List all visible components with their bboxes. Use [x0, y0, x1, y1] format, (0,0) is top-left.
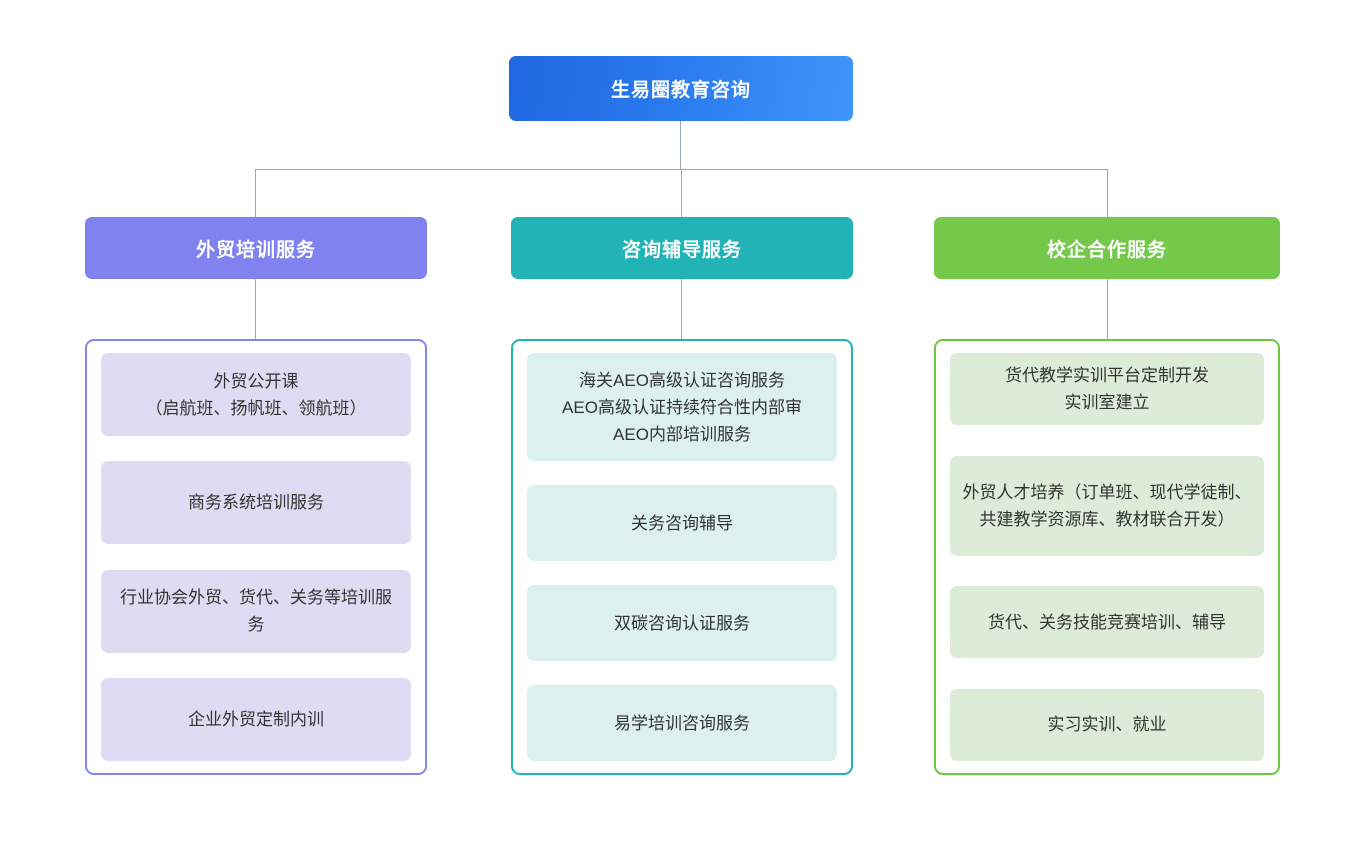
- connector-root-stem: [680, 121, 682, 169]
- leaf-item[interactable]: 关务咨询辅导: [527, 485, 837, 561]
- connector-drop-branch-1: [255, 169, 257, 217]
- leaf-item[interactable]: 货代、关务技能竞赛培训、辅导: [950, 586, 1264, 659]
- leaf-item[interactable]: 货代教学实训平台定制开发 实训室建立: [950, 353, 1264, 425]
- leaf-item[interactable]: 易学培训咨询服务: [527, 685, 837, 761]
- leaf-item[interactable]: 行业协会外贸、货代、关务等培训服务: [101, 569, 411, 653]
- branch-group-training: 外贸公开课 （启航班、扬帆班、领航班） 商务系统培训服务 行业协会外贸、货代、关…: [85, 339, 427, 775]
- leaf-item[interactable]: 海关AEO高级认证咨询服务 AEO高级认证持续符合性内部审 AEO内部培训服务: [527, 353, 837, 461]
- leaf-item[interactable]: 双碳咨询认证服务: [527, 585, 837, 661]
- branch-header-consulting[interactable]: 咨询辅导服务: [511, 217, 853, 279]
- branch-header-school-enterprise[interactable]: 校企合作服务: [934, 217, 1280, 279]
- connector-header-to-group-3: [1107, 279, 1109, 339]
- leaf-item[interactable]: 外贸人才培养（订单班、现代学徒制、共建教学资源库、教材联合开发）: [950, 455, 1264, 556]
- branch-group-school-enterprise: 货代教学实训平台定制开发 实训室建立 外贸人才培养（订单班、现代学徒制、共建教学…: [934, 339, 1280, 775]
- leaf-item[interactable]: 外贸公开课 （启航班、扬帆班、领航班）: [101, 353, 411, 436]
- leaf-item[interactable]: 企业外贸定制内训: [101, 677, 411, 761]
- connector-header-to-group-2: [681, 279, 683, 339]
- branch-header-training[interactable]: 外贸培训服务: [85, 217, 427, 279]
- connector-drop-branch-3: [1107, 169, 1109, 217]
- leaf-item[interactable]: 实习实训、就业: [950, 688, 1264, 761]
- connector-drop-branch-2: [681, 169, 683, 217]
- connector-header-to-group-1: [255, 279, 257, 339]
- root-node[interactable]: 生易圈教育咨询: [509, 56, 853, 121]
- branch-group-consulting: 海关AEO高级认证咨询服务 AEO高级认证持续符合性内部审 AEO内部培训服务 …: [511, 339, 853, 775]
- leaf-item[interactable]: 商务系统培训服务: [101, 461, 411, 545]
